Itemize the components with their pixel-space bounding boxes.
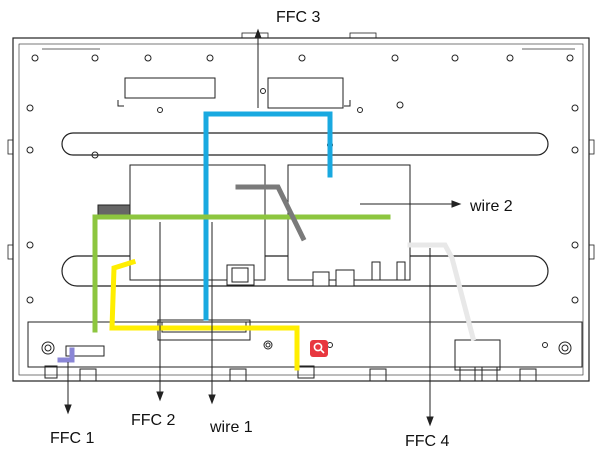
label-ffc2: FFC 2 [131, 412, 176, 429]
leader-lines [64, 28, 462, 427]
label-wire1: wire 1 [209, 419, 253, 436]
chassis-frame [7, 32, 595, 382]
labels: FFC 3 wire 2 FFC 1 FFC 2 wire 1 FFC 4 [50, 9, 513, 450]
label-ffc1: FFC 1 [50, 430, 95, 447]
cable-wire2 [235, 184, 307, 242]
label-wire2: wire 2 [469, 198, 513, 215]
cable-ffc4 [407, 242, 477, 342]
main-board [287, 164, 411, 287]
cable-ffc1 [57, 347, 75, 363]
top-brackets [117, 77, 351, 109]
screw-holes [26, 54, 579, 304]
power-board [97, 164, 266, 286]
callout-badge[interactable] [310, 340, 328, 357]
label-ffc3: FFC 3 [276, 9, 321, 26]
label-ffc4: FFC 4 [405, 433, 450, 450]
search-icon [313, 342, 325, 354]
cables [57, 111, 477, 371]
cable-ffc2 [109, 258, 300, 371]
